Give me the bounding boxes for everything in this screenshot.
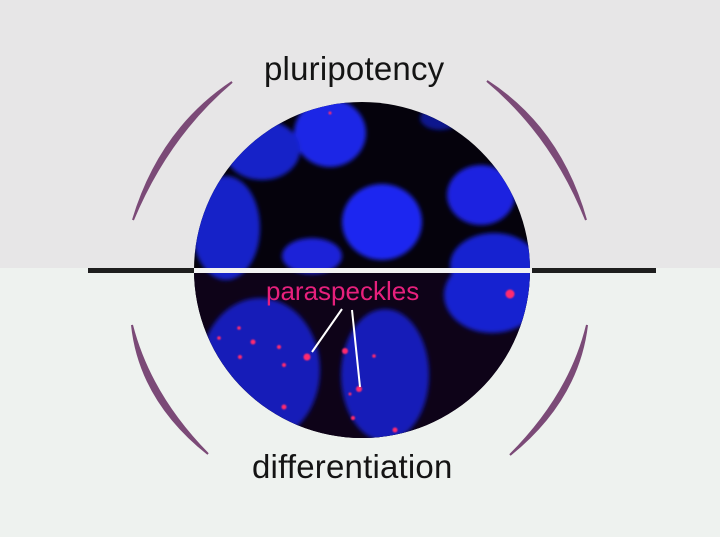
- paraspeckle-dots: [217, 111, 515, 433]
- label-differentiation: differentiation: [252, 448, 453, 485]
- label-pluripotency: pluripotency: [264, 50, 445, 87]
- micrograph-split-line: [194, 268, 532, 273]
- divider-line-right: [532, 268, 656, 273]
- arc-bottom-left-icon: [131, 324, 209, 455]
- arc-top-left-icon: [132, 81, 233, 221]
- divider-line-left: [88, 268, 194, 273]
- pointer-line-2: [351, 309, 361, 388]
- cell-nuclei: [194, 102, 530, 438]
- pointer-line-1: [311, 308, 343, 353]
- arc-top-right-icon: [486, 80, 587, 221]
- arc-bottom-right-icon: [509, 324, 588, 456]
- label-paraspeckles: paraspeckles: [266, 276, 420, 306]
